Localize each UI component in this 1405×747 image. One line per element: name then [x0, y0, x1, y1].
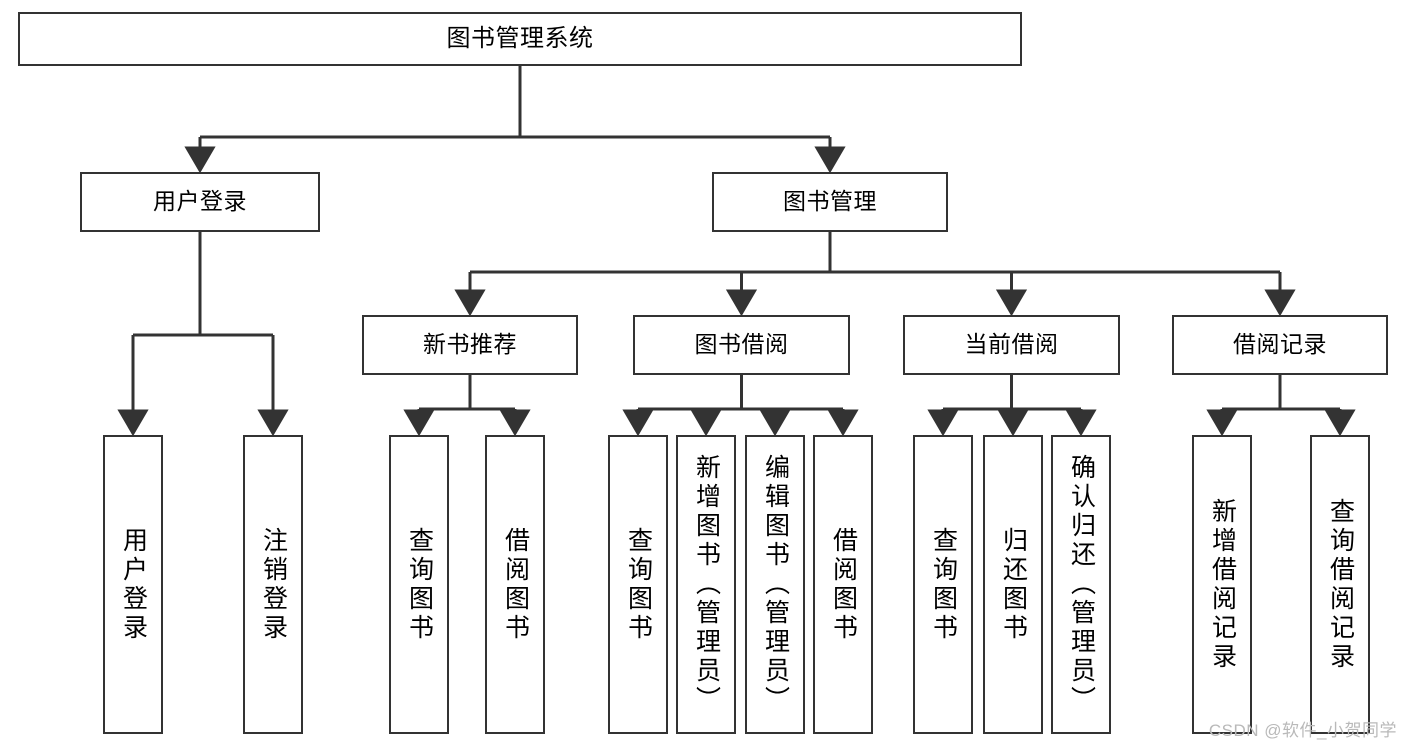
node-book-borrow[interactable]: 图书借阅 — [633, 315, 850, 375]
node-new-book-recommend-label: 新书推荐 — [423, 331, 517, 358]
leaf-query-book-2[interactable]: 查询图书 — [608, 435, 668, 734]
node-borrow-record[interactable]: 借阅记录 — [1172, 315, 1388, 375]
node-book-manage-label: 图书管理 — [783, 188, 877, 215]
leaf-borrow-book-2-label: 借阅图书 — [829, 526, 858, 643]
node-current-borrow-label: 当前借阅 — [964, 331, 1059, 358]
leaf-query-book-1-label: 查询图书 — [405, 526, 434, 643]
leaf-borrow-book-2[interactable]: 借阅图书 — [813, 435, 873, 734]
leaf-add-book[interactable]: 新增图书（管理员） — [676, 435, 736, 734]
leaf-edit-book-label: 编辑图书（管理员） — [761, 454, 790, 715]
node-book-borrow-label: 图书借阅 — [694, 331, 789, 358]
node-root[interactable]: 图书管理系统 — [18, 12, 1022, 66]
leaf-query-book-2-label: 查询图书 — [624, 526, 653, 643]
leaf-edit-book[interactable]: 编辑图书（管理员） — [745, 435, 805, 734]
node-user-login-label: 用户登录 — [153, 188, 247, 215]
leaf-return-book[interactable]: 归还图书 — [983, 435, 1043, 734]
leaf-add-borrow-record-label: 新增借阅记录 — [1208, 497, 1237, 672]
leaf-user-login[interactable]: 用户登录 — [103, 435, 163, 734]
leaf-user-login-label: 用户登录 — [119, 526, 148, 643]
leaf-logout-label: 注销登录 — [259, 526, 288, 643]
leaf-borrow-book-1[interactable]: 借阅图书 — [485, 435, 545, 734]
leaf-add-book-label: 新增图书（管理员） — [692, 454, 721, 715]
leaf-query-book-1[interactable]: 查询图书 — [389, 435, 449, 734]
node-borrow-record-label: 借阅记录 — [1233, 331, 1327, 358]
leaf-borrow-book-1-label: 借阅图书 — [501, 526, 530, 643]
node-current-borrow[interactable]: 当前借阅 — [903, 315, 1120, 375]
leaf-confirm-return-label: 确认归还（管理员） — [1067, 454, 1096, 715]
leaf-query-book-3[interactable]: 查询图书 — [913, 435, 973, 734]
watermark: CSDN @软件_小贺同学 — [1208, 721, 1397, 740]
leaf-query-borrow-record-label: 查询借阅记录 — [1326, 497, 1355, 672]
leaf-return-book-label: 归还图书 — [999, 526, 1028, 643]
leaf-confirm-return[interactable]: 确认归还（管理员） — [1051, 435, 1111, 734]
leaf-query-book-3-label: 查询图书 — [929, 526, 958, 643]
node-new-book-recommend[interactable]: 新书推荐 — [362, 315, 578, 375]
leaf-add-borrow-record[interactable]: 新增借阅记录 — [1192, 435, 1252, 734]
node-user-login[interactable]: 用户登录 — [80, 172, 320, 232]
node-root-label: 图书管理系统 — [446, 24, 594, 52]
leaf-query-borrow-record[interactable]: 查询借阅记录 — [1310, 435, 1370, 734]
leaf-logout[interactable]: 注销登录 — [243, 435, 303, 734]
node-book-manage[interactable]: 图书管理 — [712, 172, 948, 232]
